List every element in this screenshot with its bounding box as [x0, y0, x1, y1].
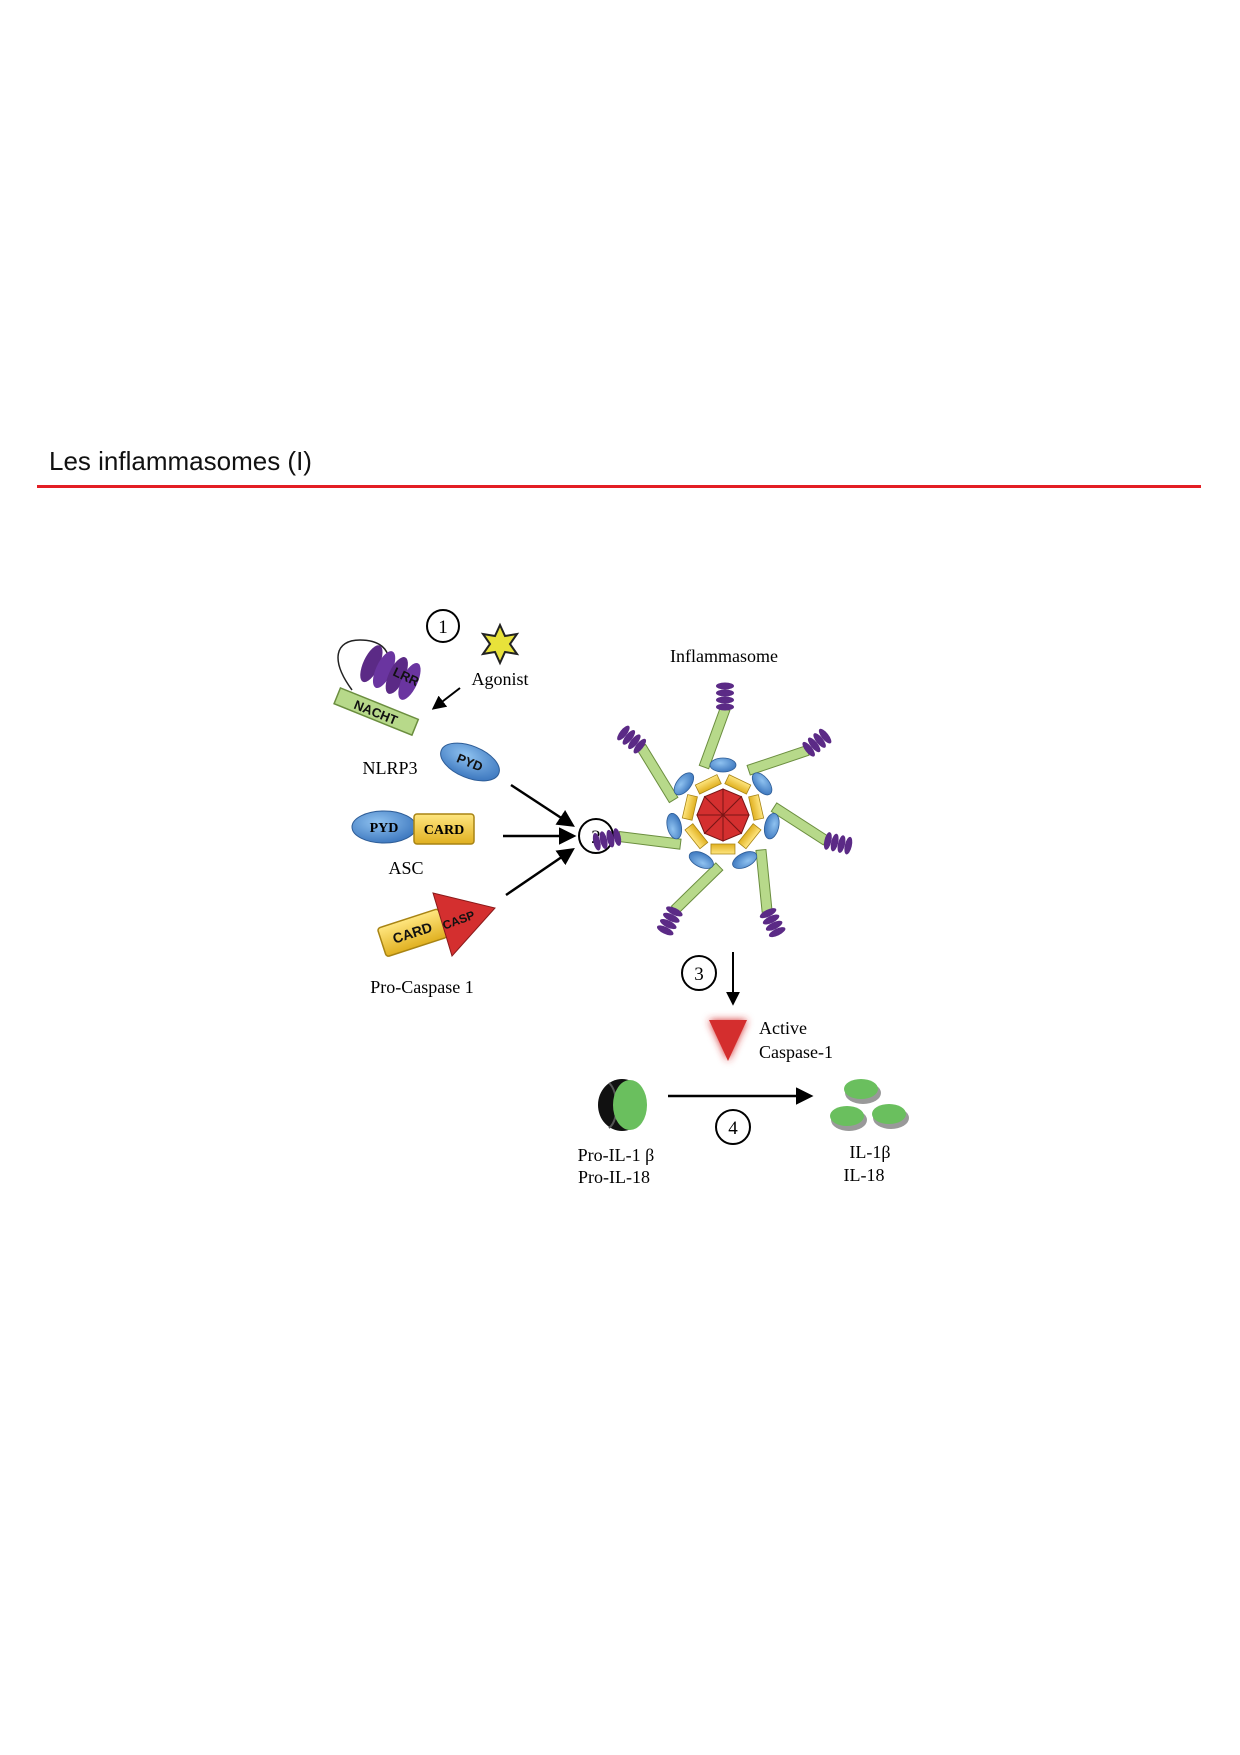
- active-label-line1: Active: [759, 1018, 807, 1038]
- inflammasome-complex: [592, 682, 853, 938]
- il1b-label: IL-1β: [849, 1142, 890, 1162]
- nlrp3-arm: [755, 848, 786, 938]
- title-underline: [37, 485, 1201, 488]
- agonist-arrow: [431, 687, 461, 710]
- nlrp3-arm: [617, 725, 679, 804]
- active-caspase-icon: [709, 1020, 747, 1061]
- card-domain: [737, 823, 762, 850]
- nlrp3-protein: LRR NACHT PYD: [333, 639, 500, 782]
- step-1-marker: 1: [426, 609, 460, 643]
- card-domain: [694, 774, 722, 795]
- step-1-number: 1: [438, 617, 448, 638]
- active-label-line2: Caspase-1: [759, 1042, 833, 1062]
- inflammasome-label: Inflammasome: [670, 646, 778, 666]
- nlrp3-label: NLRP3: [362, 758, 417, 778]
- step-4-number: 4: [728, 1118, 738, 1139]
- mature-il-icon: [830, 1079, 909, 1131]
- step-4-marker: 4: [715, 1109, 751, 1145]
- card-domain: [684, 823, 709, 850]
- pyd-domain: [673, 772, 695, 796]
- pro-caspase-label: Pro-Caspase 1: [370, 977, 473, 997]
- pro-caspase-protein: CARD CASP: [377, 892, 496, 957]
- asc-label: ASC: [388, 858, 423, 878]
- pro-il-icon: [598, 1079, 647, 1131]
- pyd-domain: [751, 772, 773, 796]
- asc-protein: PYD CARD: [351, 810, 475, 845]
- il18-label: IL-18: [844, 1165, 885, 1185]
- pyd-domain: [763, 812, 780, 840]
- pro-il18-label: Pro-IL-18: [578, 1167, 650, 1187]
- nlrp3-arm: [698, 682, 734, 770]
- pyd-domain: [666, 812, 683, 840]
- nlrp3-arm: [656, 862, 724, 936]
- card-domain: [710, 843, 736, 855]
- agonist-label: Agonist: [471, 669, 528, 689]
- nlrp3-arm: [770, 802, 853, 855]
- card-domain: [748, 794, 765, 821]
- slide-title: Les inflammasomes (I): [49, 446, 312, 476]
- pro-il1b-label: Pro-IL-1 β: [578, 1145, 655, 1165]
- caspase-arrow: [505, 848, 575, 897]
- pyd-domain: [709, 757, 737, 773]
- step-3-marker: 3: [681, 955, 717, 991]
- caspase-wedge: [721, 795, 750, 816]
- asc-pyd-label: PYD: [370, 821, 399, 836]
- agonist-icon: [480, 622, 520, 666]
- nlrp3-arrow: [510, 783, 575, 827]
- card-domain: [724, 774, 752, 795]
- card-domain: [681, 794, 698, 821]
- nlrp3-arm: [746, 728, 832, 776]
- pyd-domain: [688, 851, 714, 869]
- asc-card-label: CARD: [424, 823, 464, 838]
- pyd-domain: [732, 851, 758, 869]
- nlrp3-arm: [592, 828, 682, 851]
- step-3-number: 3: [694, 964, 704, 985]
